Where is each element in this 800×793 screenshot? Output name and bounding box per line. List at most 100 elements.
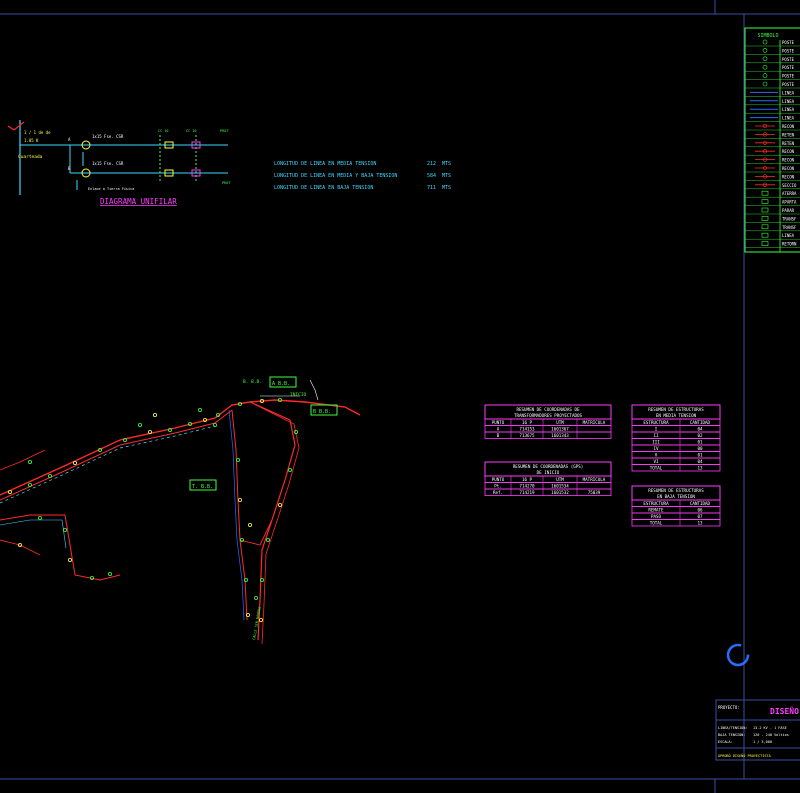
table-cell: Ref. xyxy=(493,490,503,495)
table-cell: REMATE xyxy=(648,507,664,512)
legend-row-label: TRANSF xyxy=(782,225,797,230)
legend-row: TRANSF xyxy=(745,216,800,223)
length-unit-mt: MTS xyxy=(442,161,451,167)
coords-table: RESUMEN DE COORDENADAS DETRANSFORMADORES… xyxy=(484,404,612,439)
pole-marker xyxy=(152,412,157,417)
table-cell: 04 xyxy=(697,459,703,464)
pole-marker xyxy=(147,429,152,434)
cut-label-2: CC 10 xyxy=(186,129,197,133)
network-map xyxy=(0,379,361,645)
legend-row-label: SECCIO xyxy=(782,183,797,188)
legend-row: RETEN xyxy=(745,140,800,148)
pole-marker xyxy=(293,429,298,434)
legend-red-split-icon xyxy=(755,174,775,179)
table-cell: 13 xyxy=(697,520,703,525)
legend-row: RETORN xyxy=(745,241,800,248)
table-subtitle: TRANSFORMADORES PROYECTADOS xyxy=(514,413,583,418)
pole-marker xyxy=(17,543,22,548)
legend-row-label: RETORN xyxy=(782,242,797,247)
pole-marker xyxy=(253,596,258,601)
legend-row-label: LINEA xyxy=(782,107,795,112)
legend-row-label: POSTE xyxy=(782,74,795,79)
length-value-mbt: 584 xyxy=(427,173,436,179)
legend-title: SIMBOLO xyxy=(757,33,778,39)
legend-row: SECCIO xyxy=(745,182,800,190)
legend-red-chain-icon xyxy=(755,157,775,162)
pole-marker xyxy=(212,422,217,427)
pole-marker xyxy=(187,421,192,426)
legend-red-cross-icon xyxy=(755,140,775,145)
table-cell: 00 xyxy=(697,446,703,451)
length-value-bt: 711 xyxy=(427,185,436,191)
transformer-label-4: B. B.B. xyxy=(243,379,262,385)
table-title: RESUMEN DE COORDENADAS DE xyxy=(516,407,580,412)
table-cell: 02 xyxy=(697,433,703,438)
table-subtitle: DE INICIO xyxy=(537,470,560,475)
table-cell: 714270 xyxy=(519,483,535,488)
table-cell: IV xyxy=(653,446,659,451)
table-header-cell: ESTRUCTURA xyxy=(643,420,669,425)
pole-marker xyxy=(258,618,263,623)
legend-row: POSTE xyxy=(745,39,800,47)
pole-marker xyxy=(197,407,202,412)
table-subtitle: EN MEDIA TENSION xyxy=(656,413,697,418)
pole-marker xyxy=(277,397,282,402)
pole-marker xyxy=(287,467,292,472)
legend-green-box-icon xyxy=(761,232,769,238)
pole-marker xyxy=(63,528,68,533)
legend-row-label: RECON xyxy=(782,174,795,179)
legend-row-label: RETEN xyxy=(782,141,795,146)
legend-row-label: LINEA xyxy=(782,90,795,95)
table-header-cell: PUNTO xyxy=(492,420,505,425)
pole-marker xyxy=(245,613,250,618)
legend-row: RETEN xyxy=(745,132,800,139)
pole-marker xyxy=(259,578,264,583)
legend-panel: SIMBOLO POSTEPOSTEPOSTEPOSTEPOSTEPOSTELI… xyxy=(744,27,800,253)
tb-key-1: LINEA/TENSION: xyxy=(718,726,748,730)
table-cell: I xyxy=(655,426,658,431)
legend-row-label: ATERRA xyxy=(782,191,797,196)
table-subtitle: EN BAJA TENSION xyxy=(657,494,695,499)
table-header-cell: UTM xyxy=(556,420,564,425)
length-summary: LONGITUD DE LINEA EN MEDIA TENSION 212 M… xyxy=(274,161,451,191)
length-unit-bt: MTS xyxy=(442,185,451,191)
approved-text: APROBÓ DISEÑO PROYECTISTA xyxy=(718,753,772,758)
branch-a-text: 1x15 Fse. CSR xyxy=(92,134,124,139)
table-header-cell: ESTRUCTURA xyxy=(643,501,669,506)
table-header-cell: MATRICULA xyxy=(583,420,606,425)
legend-red-chain-icon xyxy=(755,123,775,129)
table-header-cell: CANTIDAD xyxy=(690,501,711,506)
legend-row: POSTE xyxy=(745,48,800,55)
table-cell: VI xyxy=(653,459,659,464)
legend-row-label: PARAR xyxy=(782,208,795,213)
end-label-1: PROT xyxy=(220,129,229,133)
pole-marker xyxy=(215,412,220,417)
table-title: RESUMEN DE COORDENADAS (GPS) xyxy=(513,464,584,469)
pole-marker xyxy=(90,576,95,581)
legend-row-label: RETEN xyxy=(782,132,795,137)
legend-red-chain-icon xyxy=(755,165,775,171)
table-cell: TOTAL xyxy=(650,520,663,525)
pole-marker xyxy=(108,572,113,577)
legend-row: LINEA xyxy=(745,90,800,97)
pole-marker xyxy=(243,578,248,583)
pole-marker xyxy=(27,482,32,487)
legend-row-label: POSTE xyxy=(782,65,795,70)
pole-marker xyxy=(237,497,242,502)
table-cell: 06 xyxy=(697,507,703,512)
pole-marker xyxy=(48,473,53,478)
legend-green-arrow-icon xyxy=(761,207,769,213)
pole-marker xyxy=(38,516,43,521)
length-label-mt: LONGITUD DE LINEA EN MEDIA TENSION xyxy=(274,161,376,167)
length-unit-mbt: MTS xyxy=(442,173,451,179)
length-label-mbt: LONGITUD DE LINEA EN MEDIA Y BAJA TENSIO… xyxy=(274,173,397,179)
legend-pole-diamond-icon xyxy=(762,64,768,70)
map-labels: A B.B. B B.B. T. B.B. B. B.B. INICIO CAL… xyxy=(189,376,338,640)
end-label-2: PROT xyxy=(222,181,231,185)
source-label-3: Cuarteada xyxy=(18,154,43,160)
pole-marker xyxy=(98,447,103,452)
table-cell: 01 xyxy=(697,439,703,444)
legend-green-box-icon xyxy=(761,224,769,230)
